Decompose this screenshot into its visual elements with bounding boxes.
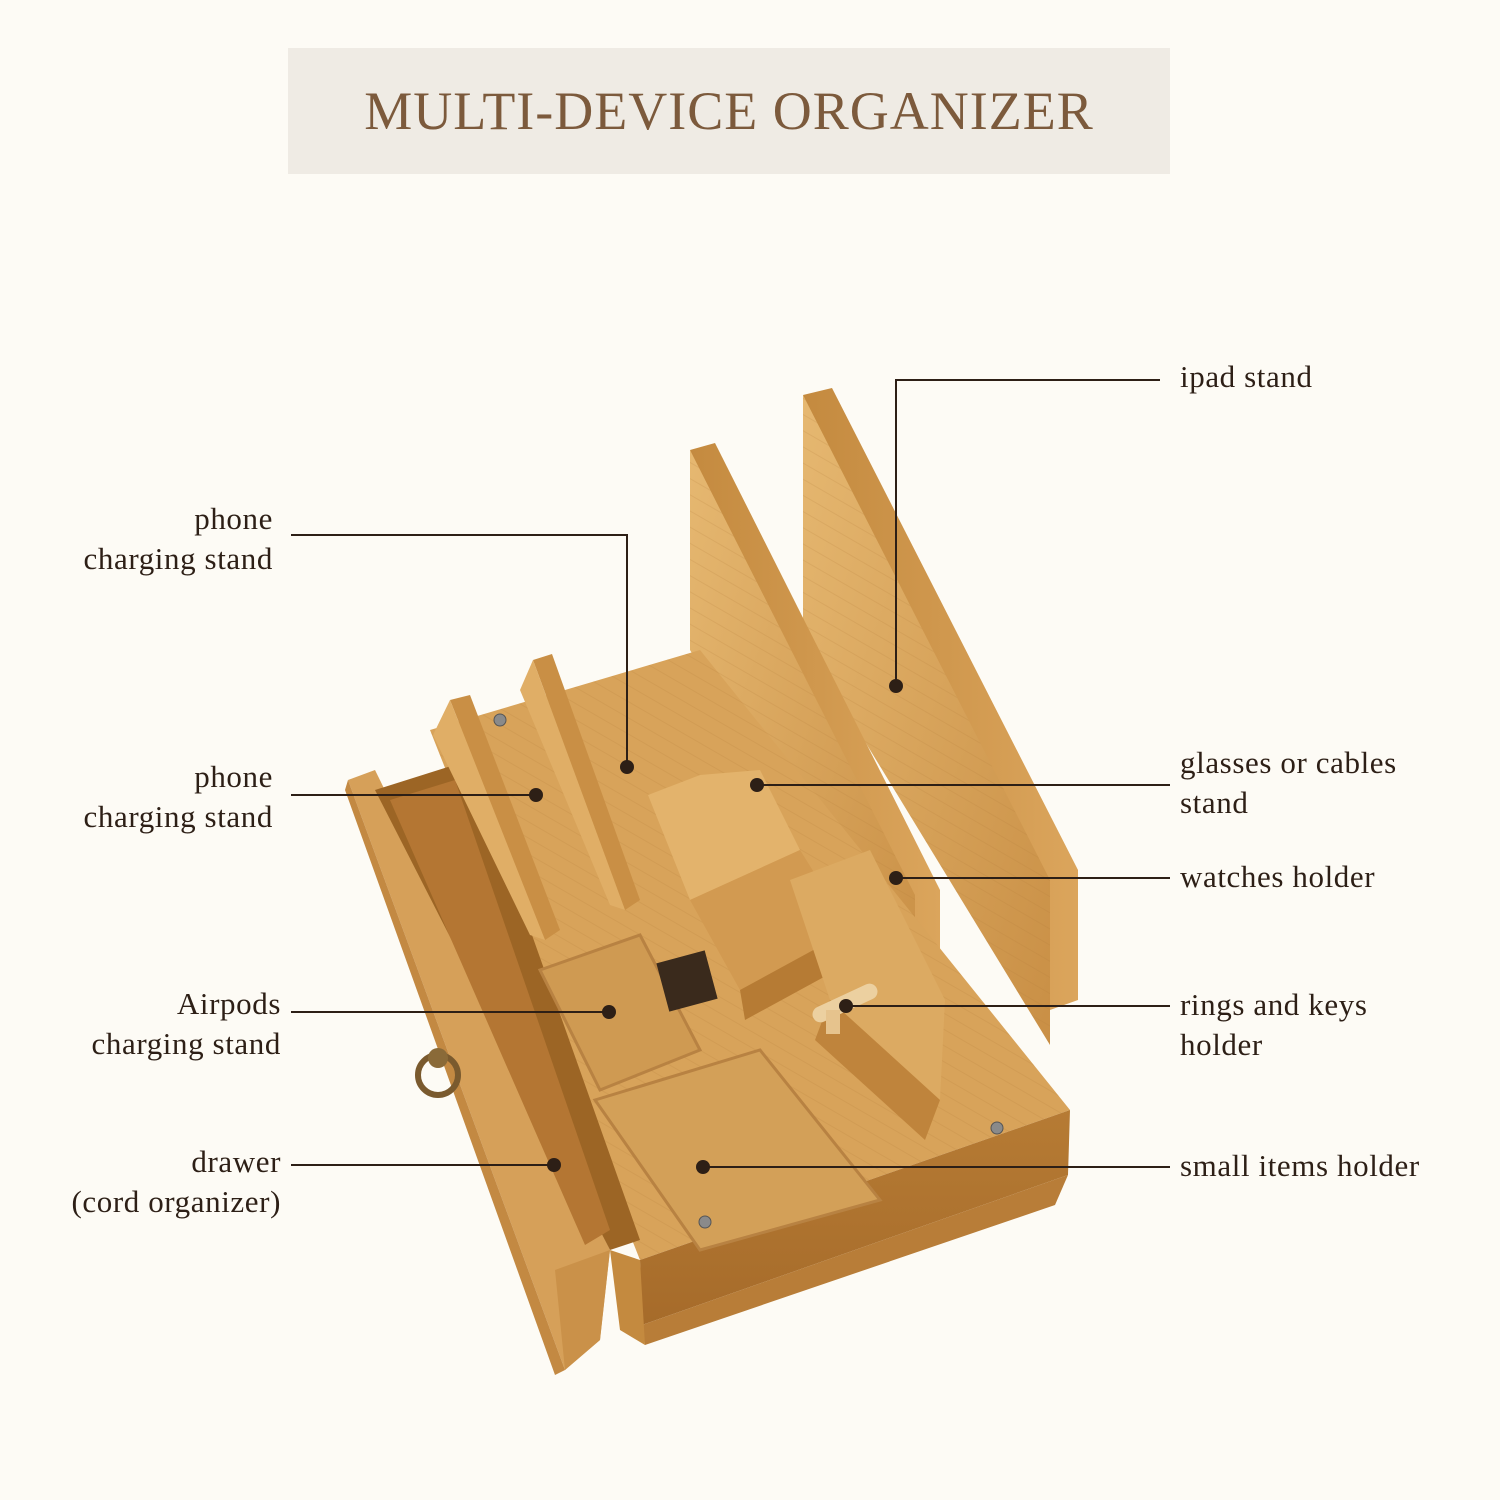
phone-charging-stand-1 [433, 695, 560, 940]
screw-icons [493, 713, 1004, 1229]
label-drawer: drawer (cord organizer) [71, 1144, 281, 1219]
ipad-stand-panel [803, 388, 1078, 1045]
callout-phone-stand-1 [291, 534, 628, 767]
label-watches-holder: watches holder [1180, 859, 1376, 894]
label-phone-charging-stand-2: phone charging stand [83, 759, 273, 834]
label-phone-charging-stand-1: phone charging stand [83, 501, 273, 576]
callout-lines [291, 379, 1170, 1168]
watches-holder-panel [790, 850, 945, 1140]
page-title: MULTI-DEVICE ORGANIZER [364, 81, 1094, 141]
label-rings-keys-holder: rings and keys holder [1180, 987, 1368, 1062]
phone-charging-stand-2 [520, 654, 640, 910]
callout-dots [529, 679, 903, 1174]
small-items-tray [592, 1048, 883, 1252]
label-airpods-charging-stand: Airpods charging stand [91, 986, 281, 1061]
airpods-charging-tray [537, 933, 718, 1092]
title-banner: MULTI-DEVICE ORGANIZER [288, 48, 1170, 174]
label-glasses-cables-stand: glasses or cables stand [1180, 745, 1397, 820]
label-ipad-stand: ipad stand [1180, 359, 1313, 394]
label-small-items-holder: small items holder [1180, 1148, 1420, 1183]
callout-ipad [895, 379, 1160, 686]
organizer-base [610, 1110, 1070, 1345]
